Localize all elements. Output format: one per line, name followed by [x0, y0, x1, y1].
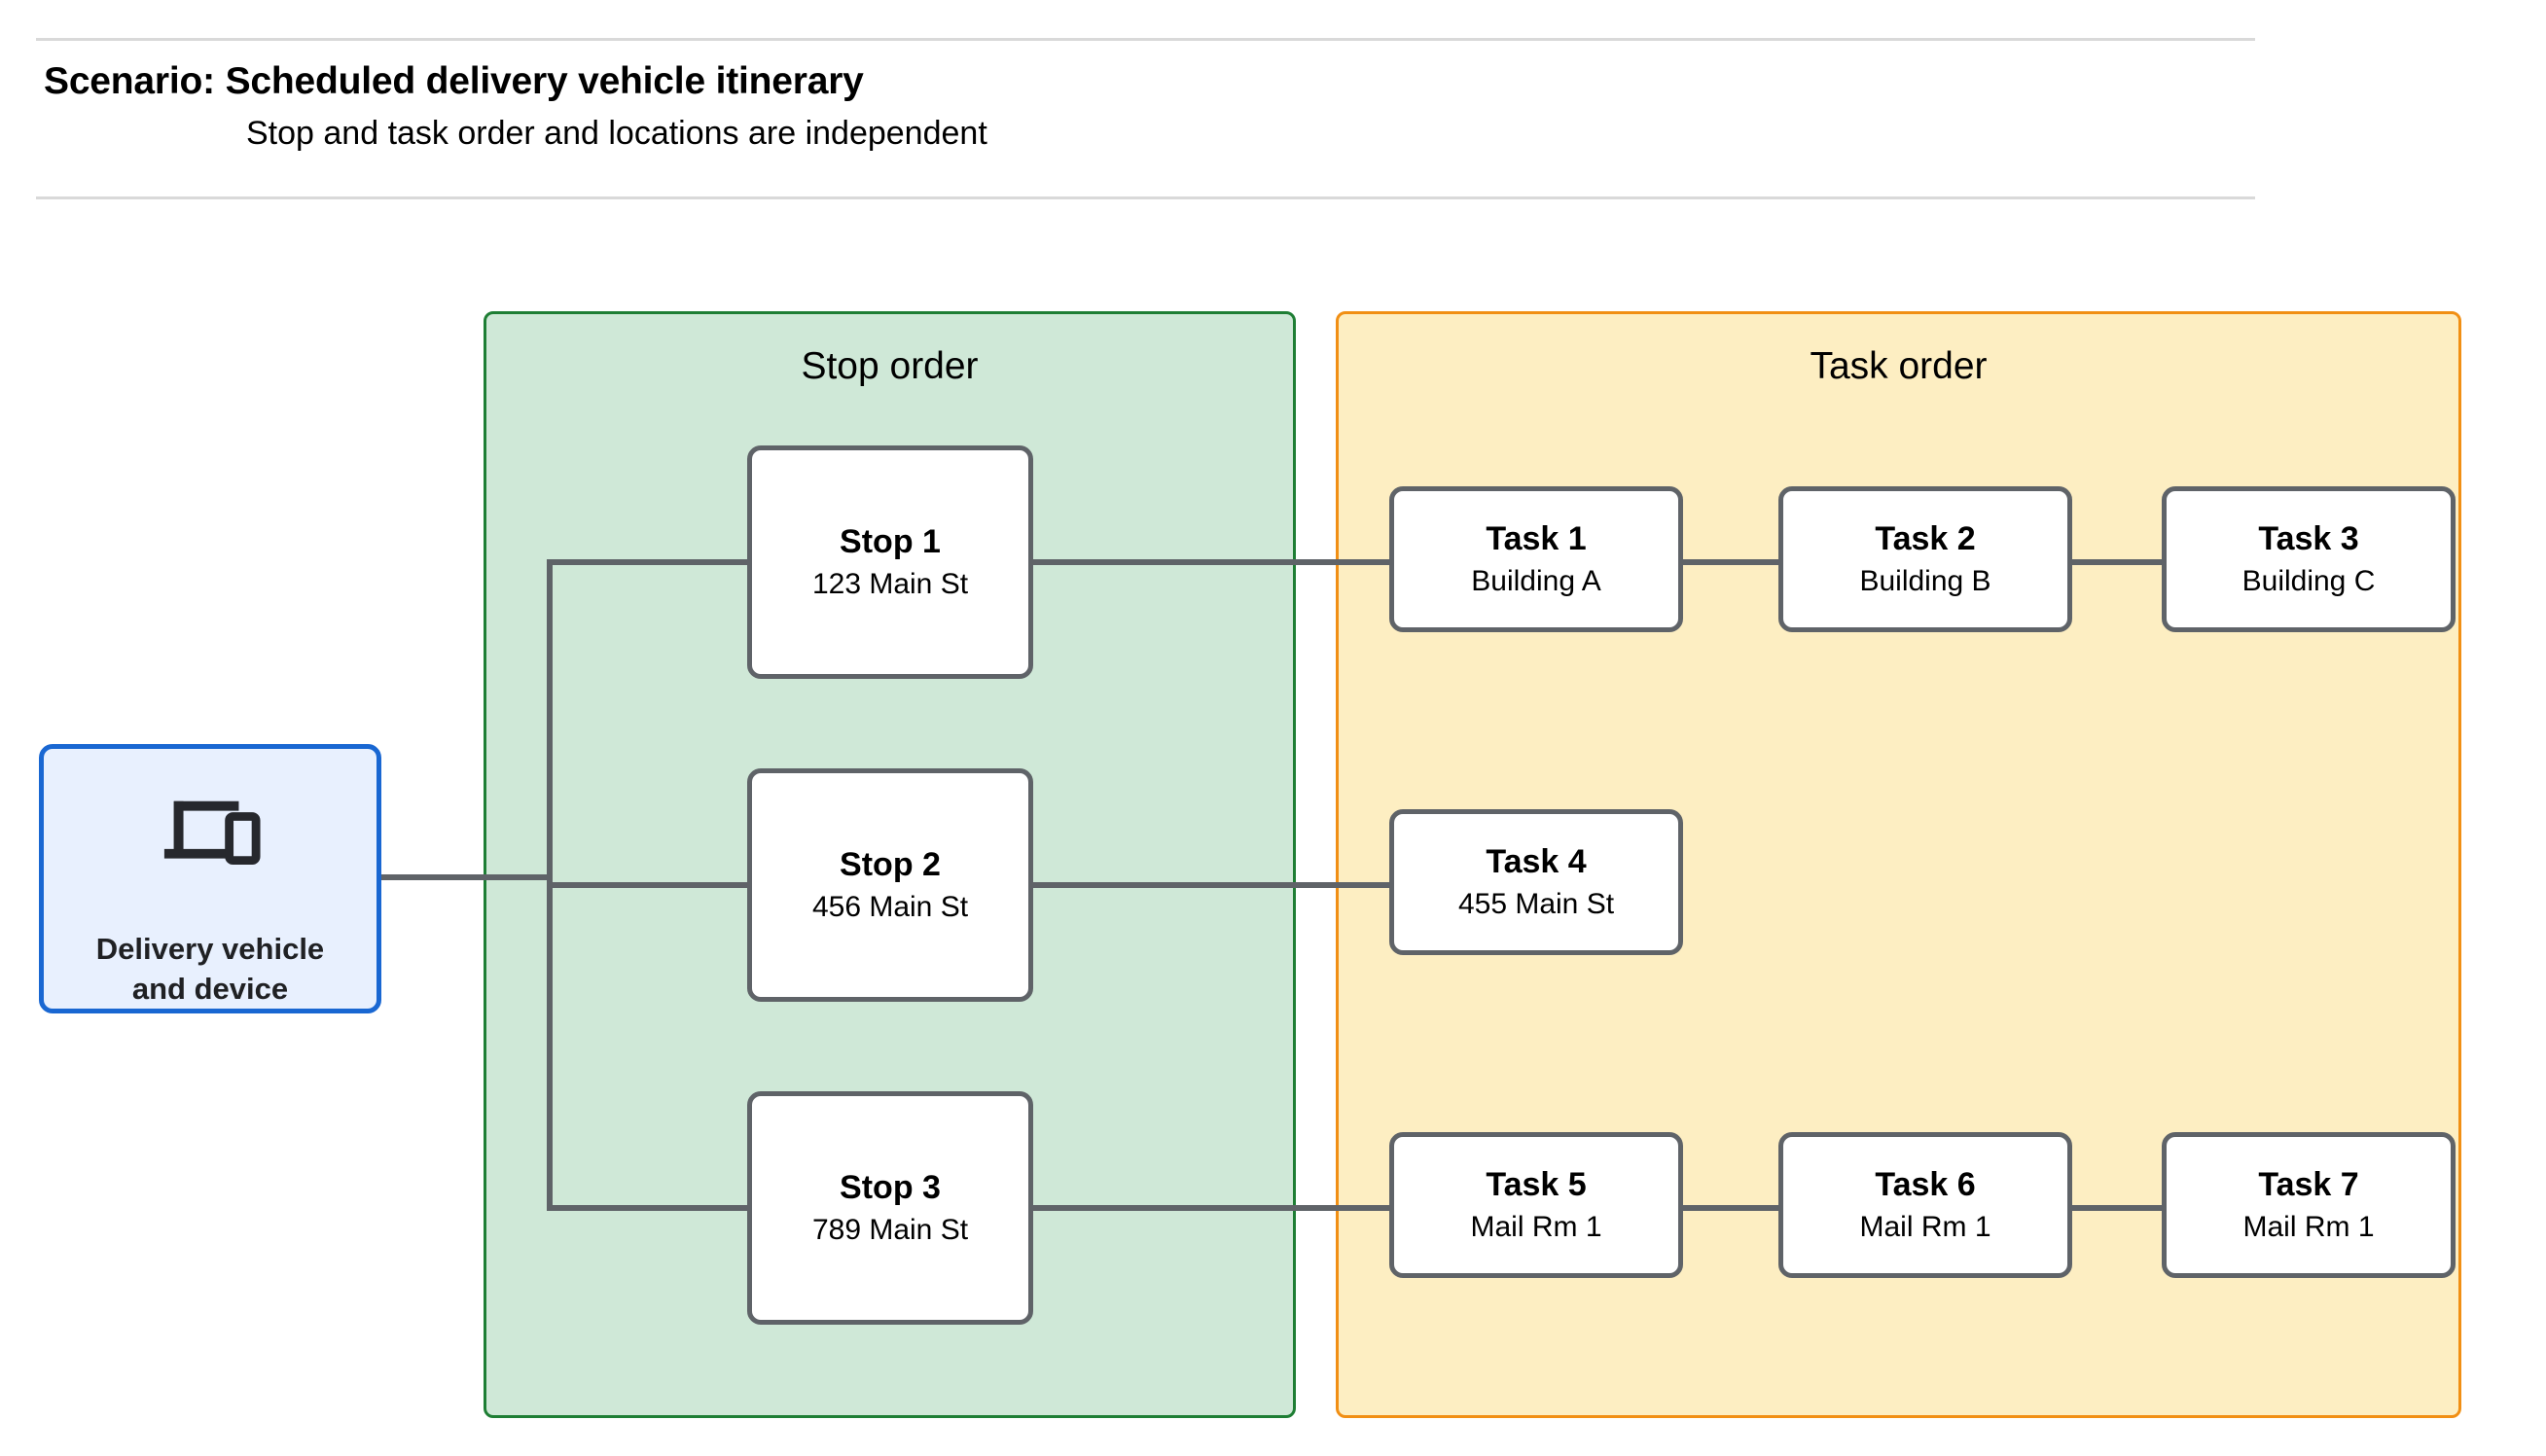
- task-node-location: Mail Rm 1: [1859, 1210, 1991, 1243]
- task-node-location: Building A: [1471, 564, 1601, 597]
- task-node-3[interactable]: Task 3 Building C: [2162, 486, 2456, 632]
- header-divider-top: [36, 38, 2255, 41]
- task-node-location: Mail Rm 1: [1470, 1210, 1602, 1243]
- task-node-location: Mail Rm 1: [2242, 1210, 2375, 1243]
- task-node-title: Task 2: [1875, 519, 1976, 557]
- header-divider-bottom: [36, 196, 2255, 199]
- stop-order-panel-title: Stop order: [801, 345, 979, 387]
- page-title: Scenario: Scheduled delivery vehicle iti…: [44, 60, 864, 102]
- task-node-7[interactable]: Task 7 Mail Rm 1: [2162, 1132, 2456, 1278]
- stop-node-title: Stop 1: [840, 522, 941, 560]
- stop-node-title: Stop 3: [840, 1168, 941, 1206]
- page-subtitle: Stop and task order and locations are in…: [246, 115, 987, 152]
- task-node-title: Task 3: [2258, 519, 2359, 557]
- task-order-panel-title: Task order: [1810, 345, 1988, 387]
- task-node-2[interactable]: Task 2 Building B: [1778, 486, 2072, 632]
- task-node-title: Task 4: [1486, 842, 1587, 880]
- task-node-title: Task 7: [2258, 1165, 2359, 1203]
- stop-node-title: Stop 2: [840, 845, 941, 883]
- stop-node-address: 456 Main St: [811, 890, 969, 923]
- task-node-6[interactable]: Task 6 Mail Rm 1: [1778, 1132, 2072, 1278]
- stop-node-3[interactable]: Stop 3 789 Main St: [747, 1091, 1033, 1325]
- delivery-vehicle-label: Delivery vehicle and device: [95, 932, 325, 1006]
- task-node-location: 455 Main St: [1457, 887, 1615, 920]
- task-node-1[interactable]: Task 1 Building A: [1389, 486, 1683, 632]
- stop-node-address: 123 Main St: [811, 567, 969, 600]
- task-node-4[interactable]: Task 4 455 Main St: [1389, 809, 1683, 955]
- stop-node-address: 789 Main St: [811, 1213, 969, 1246]
- stop-node-2[interactable]: Stop 2 456 Main St: [747, 768, 1033, 1002]
- task-node-location: Building B: [1859, 564, 1991, 597]
- task-node-title: Task 5: [1486, 1165, 1587, 1203]
- task-node-title: Task 1: [1486, 519, 1587, 557]
- task-node-title: Task 6: [1875, 1165, 1976, 1203]
- devices-icon: [163, 800, 261, 866]
- delivery-vehicle-node[interactable]: Delivery vehicle and device: [39, 744, 381, 1013]
- stop-node-1[interactable]: Stop 1 123 Main St: [747, 445, 1033, 679]
- task-node-5[interactable]: Task 5 Mail Rm 1: [1389, 1132, 1683, 1278]
- task-node-location: Building C: [2241, 564, 2376, 597]
